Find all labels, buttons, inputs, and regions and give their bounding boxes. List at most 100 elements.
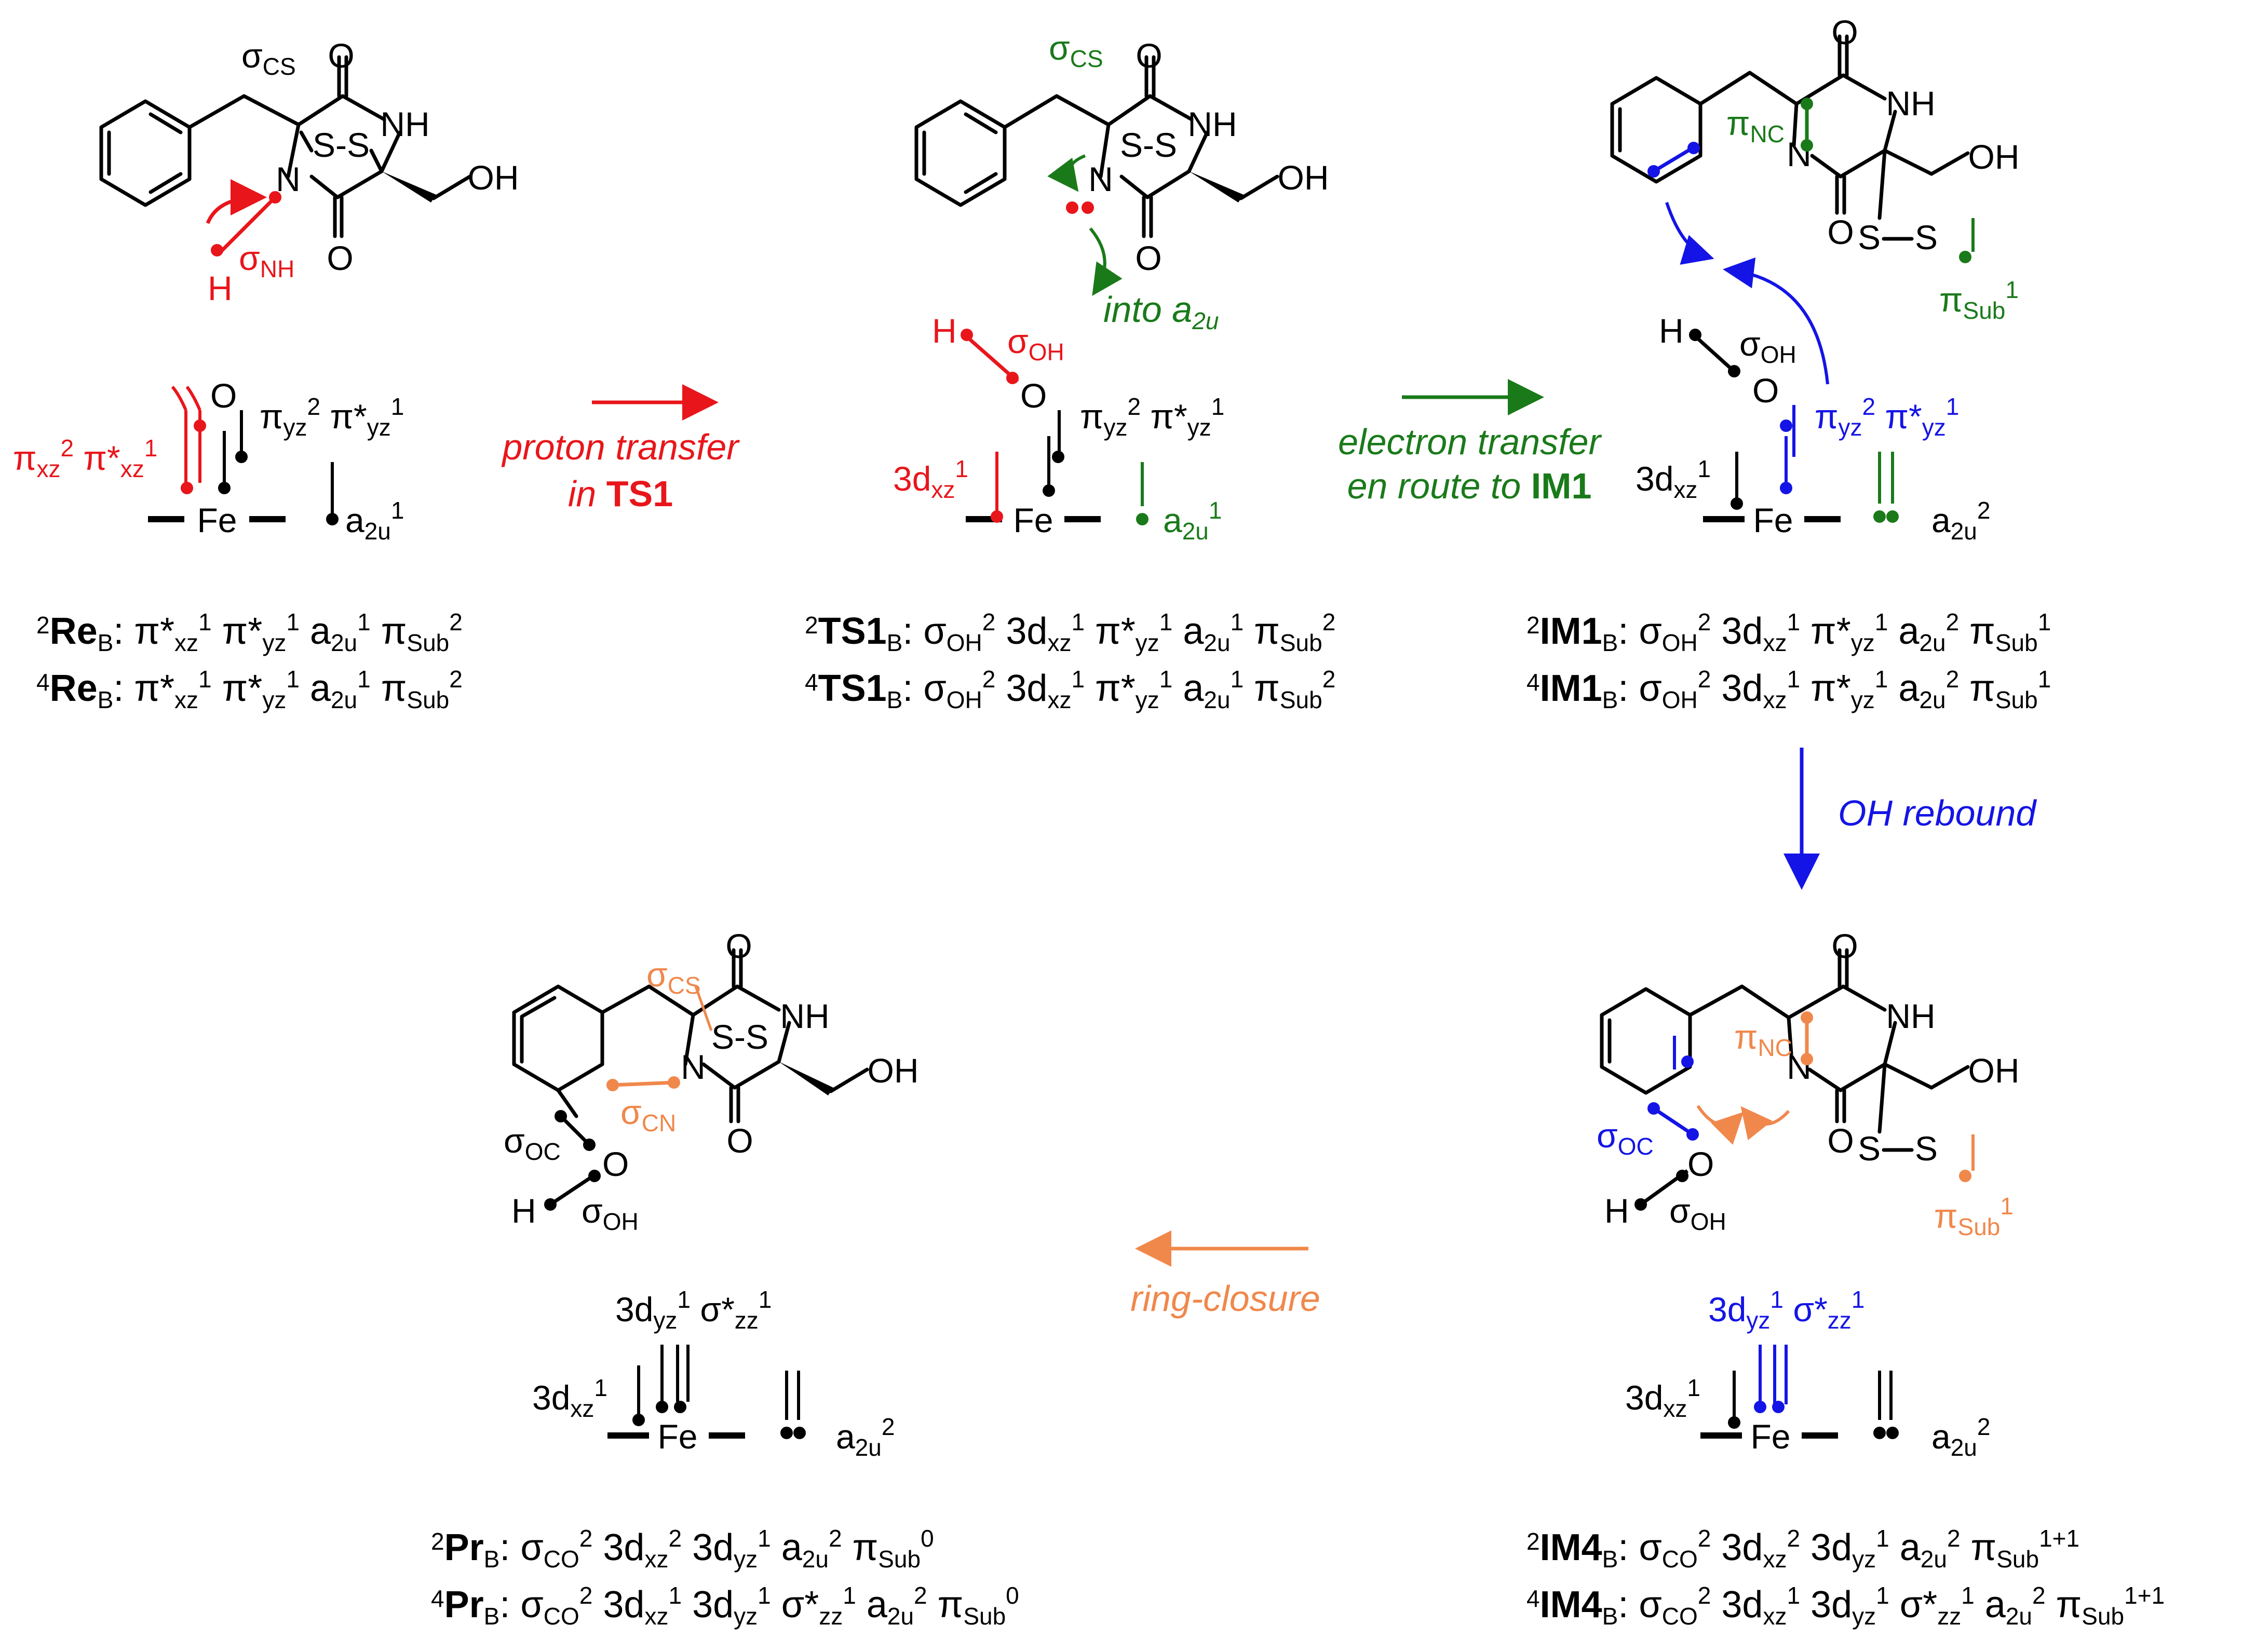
sigma-cs-pr: σCS (646, 955, 701, 999)
atom-oh-im4: OH (1968, 1051, 2020, 1090)
sigma-cs-re: σCS (241, 36, 296, 80)
atom-ss-pr: S-S (711, 1018, 768, 1056)
atom-oh-im1: OH (1968, 138, 2020, 176)
label-4im1: 4IM1B: σOH2 3dxz1 π*yz1 a2u2 πSub1 (1526, 666, 2051, 713)
dkp-ring-re (286, 55, 472, 238)
orbital-3dyz-pr: 3dyz1 σ*zz1 (615, 1286, 772, 1334)
sigma-cn-pr: σCN (620, 1093, 676, 1136)
svg-text:en route to IM1: en route to IM1 (1347, 466, 1592, 506)
svg-text:ring-closure: ring-closure (1130, 1278, 1320, 1319)
sigma-oh-pr: σOH (582, 1191, 639, 1235)
atom-nh-re: NH (380, 105, 429, 143)
label-4pr: 4PrB: σCO2 3dxz1 3dyz1 σ*zz1 a2u2 πSub0 (431, 1582, 1019, 1630)
atom-o-top-pr: O (725, 927, 752, 965)
atom-o-top-re: O (328, 36, 354, 75)
atom-h-pr: H (511, 1191, 536, 1230)
atom-o-top-im1: O (1831, 13, 1858, 51)
atom-nh-im4: NH (1886, 997, 1935, 1035)
atom-o-fe-re: O (210, 376, 237, 415)
atom-s1-im1: S (1858, 218, 1881, 256)
atom-s2-im1: S (1915, 218, 1938, 256)
label-4re: 4ReB: π*xz1 π*yz1 a2u1 πSub2 (36, 666, 463, 713)
label-2im1: 2IM1B: σOH2 3dxz1 π*yz1 a2u2 πSub1 (1526, 608, 2051, 656)
label-2re: 2ReB: π*xz1 π*yz1 a2u1 πSub2 (36, 608, 463, 656)
pi-sub-im4: πSub1 (1934, 1193, 2014, 1240)
orbital-piyz-ts1: πyz2 π*yz1 (1080, 393, 1224, 441)
orbital-piyz-re: πyz2 π*yz1 (260, 393, 404, 441)
orbital-3dyz-im4: 3dyz1 σ*zz1 (1708, 1286, 1864, 1334)
atom-nh-im1: NH (1886, 84, 1935, 123)
svg-text:OH rebound: OH rebound (1838, 793, 2037, 833)
atom-fe-im4: Fe (1750, 1417, 1790, 1456)
atom-o-bottom-im1: O (1827, 213, 1854, 251)
atom-fe-ts1: Fe (1013, 501, 1053, 539)
pi-nc-im1: πNC (1726, 104, 1785, 147)
label-4im4: 4IM4B: σCO2 3dxz1 3dyz1 σ*zz1 a2u2 πSub1… (1526, 1582, 2165, 1630)
orbital-3dxz-im4: 3dxz1 (1625, 1374, 1700, 1422)
atom-s2-im4: S (1915, 1129, 1938, 1168)
label-2ts1: 2TS1B: σOH2 3dxz1 π*yz1 a2u1 πSub2 (805, 608, 1335, 656)
atom-ss-re: S-S (313, 126, 370, 164)
atom-o-bottom-pr: O (726, 1121, 753, 1160)
sigma-cs-ts1: σCS (1049, 29, 1103, 72)
atom-o-im4: O (1687, 1145, 1714, 1183)
orbital-pixz-re: πxz2 π*xz1 (13, 435, 157, 482)
atom-o-fe-ts1: O (1020, 376, 1047, 415)
pi-nc-im4: πNC (1734, 1018, 1792, 1061)
atom-oh-pr: OH (868, 1051, 919, 1090)
label-2pr: 2PrB: σCO2 3dxz2 3dyz1 a2u2 πSub0 (431, 1525, 934, 1573)
atom-h-re: H (208, 269, 233, 307)
svg-text:in TS1: in TS1 (568, 473, 673, 514)
atom-o-fe-im1: O (1752, 371, 1779, 410)
atom-h-ts1: H (932, 312, 957, 350)
atom-n-pr: N (681, 1048, 706, 1086)
orbital-3dxz-ts1: 3dxz1 (893, 455, 968, 503)
atom-o-bottom-re: O (327, 239, 353, 277)
into-a2u-label: into a2u (1103, 289, 1219, 334)
pi-sub-im1: πSub1 (1939, 276, 2019, 324)
sigma-oh-im4: σOH (1669, 1191, 1726, 1235)
sigma-oc-im4: σOC (1597, 1116, 1654, 1160)
panel-re: O NH N S-S O OH σCS H σNH Fe O πxz2 π*xz… (13, 36, 519, 713)
panel-ts1: O NH N S-S O OH σCS into a2u H σOH O Fe … (805, 29, 1335, 713)
atom-oh-re: OH (468, 158, 519, 197)
sigma-oh-ts1: σOH (1007, 322, 1064, 365)
sigma-nh-re: σNH (239, 239, 294, 282)
sigma-oh-im1: σOH (1739, 324, 1796, 368)
svg-text:electron transfer: electron transfer (1338, 422, 1602, 462)
orbital-a2u-re: a2u1 (345, 497, 404, 545)
atom-ss-ts1: S-S (1120, 126, 1177, 164)
arrow-electron-transfer: electron transfer en route to IM1 (1338, 379, 1602, 506)
atom-nh-pr: NH (780, 997, 829, 1035)
orbital-a2u-im4: a2u2 (1931, 1413, 1990, 1461)
benzene-ring-re (99, 94, 301, 207)
orbital-a2u-im1: a2u2 (1931, 497, 1990, 545)
panel-pr: O NH N S-S O OH σCS σCN σOC O H σOH Fe (431, 927, 1019, 1630)
sigma-oc-pr: σOC (504, 1121, 561, 1165)
atom-nh-ts1: NH (1187, 105, 1237, 143)
svg-text:proton transfer: proton transfer (501, 427, 740, 467)
orbital-a2u-ts1: a2u1 (1163, 497, 1222, 545)
orbital-piyz-im1: πyz2 π*yz1 (1815, 393, 1959, 441)
atom-h-im1: H (1659, 312, 1684, 350)
atom-h-im4: H (1604, 1191, 1629, 1230)
label-2im4: 2IM4B: σCO2 3dxz2 3dyz1 a2u2 πSub1+1 (1526, 1525, 2079, 1573)
arrow-oh-rebound: OH rebound (1783, 748, 2037, 890)
atom-o-bottom-im4: O (1827, 1121, 1854, 1160)
atom-s1-im4: S (1858, 1129, 1881, 1168)
atom-n-ts1: N (1088, 160, 1113, 198)
arrow-proton-transfer: proton transfer in TS1 (501, 384, 740, 514)
label-4ts1: 4TS1B: σOH2 3dxz1 π*yz1 a2u1 πSub2 (805, 666, 1335, 713)
atom-n-re: N (276, 160, 301, 198)
atom-o-top-ts1: O (1136, 36, 1162, 75)
atom-o-bottom-ts1: O (1135, 239, 1161, 277)
atom-fe-re: Fe (197, 501, 237, 539)
panel-im1: O NH N O OH S S πNC πSub1 H σOH O Fe (1526, 13, 2051, 713)
atom-o-pr: O (602, 1145, 629, 1183)
atom-o-top-im4: O (1831, 927, 1858, 965)
atom-fe-pr: Fe (657, 1417, 697, 1456)
arrow-ring-closure: ring-closure (1130, 1230, 1320, 1319)
orbital-a2u-pr: a2u2 (836, 1413, 895, 1461)
orbital-3dxz-pr: 3dxz1 (532, 1374, 607, 1422)
